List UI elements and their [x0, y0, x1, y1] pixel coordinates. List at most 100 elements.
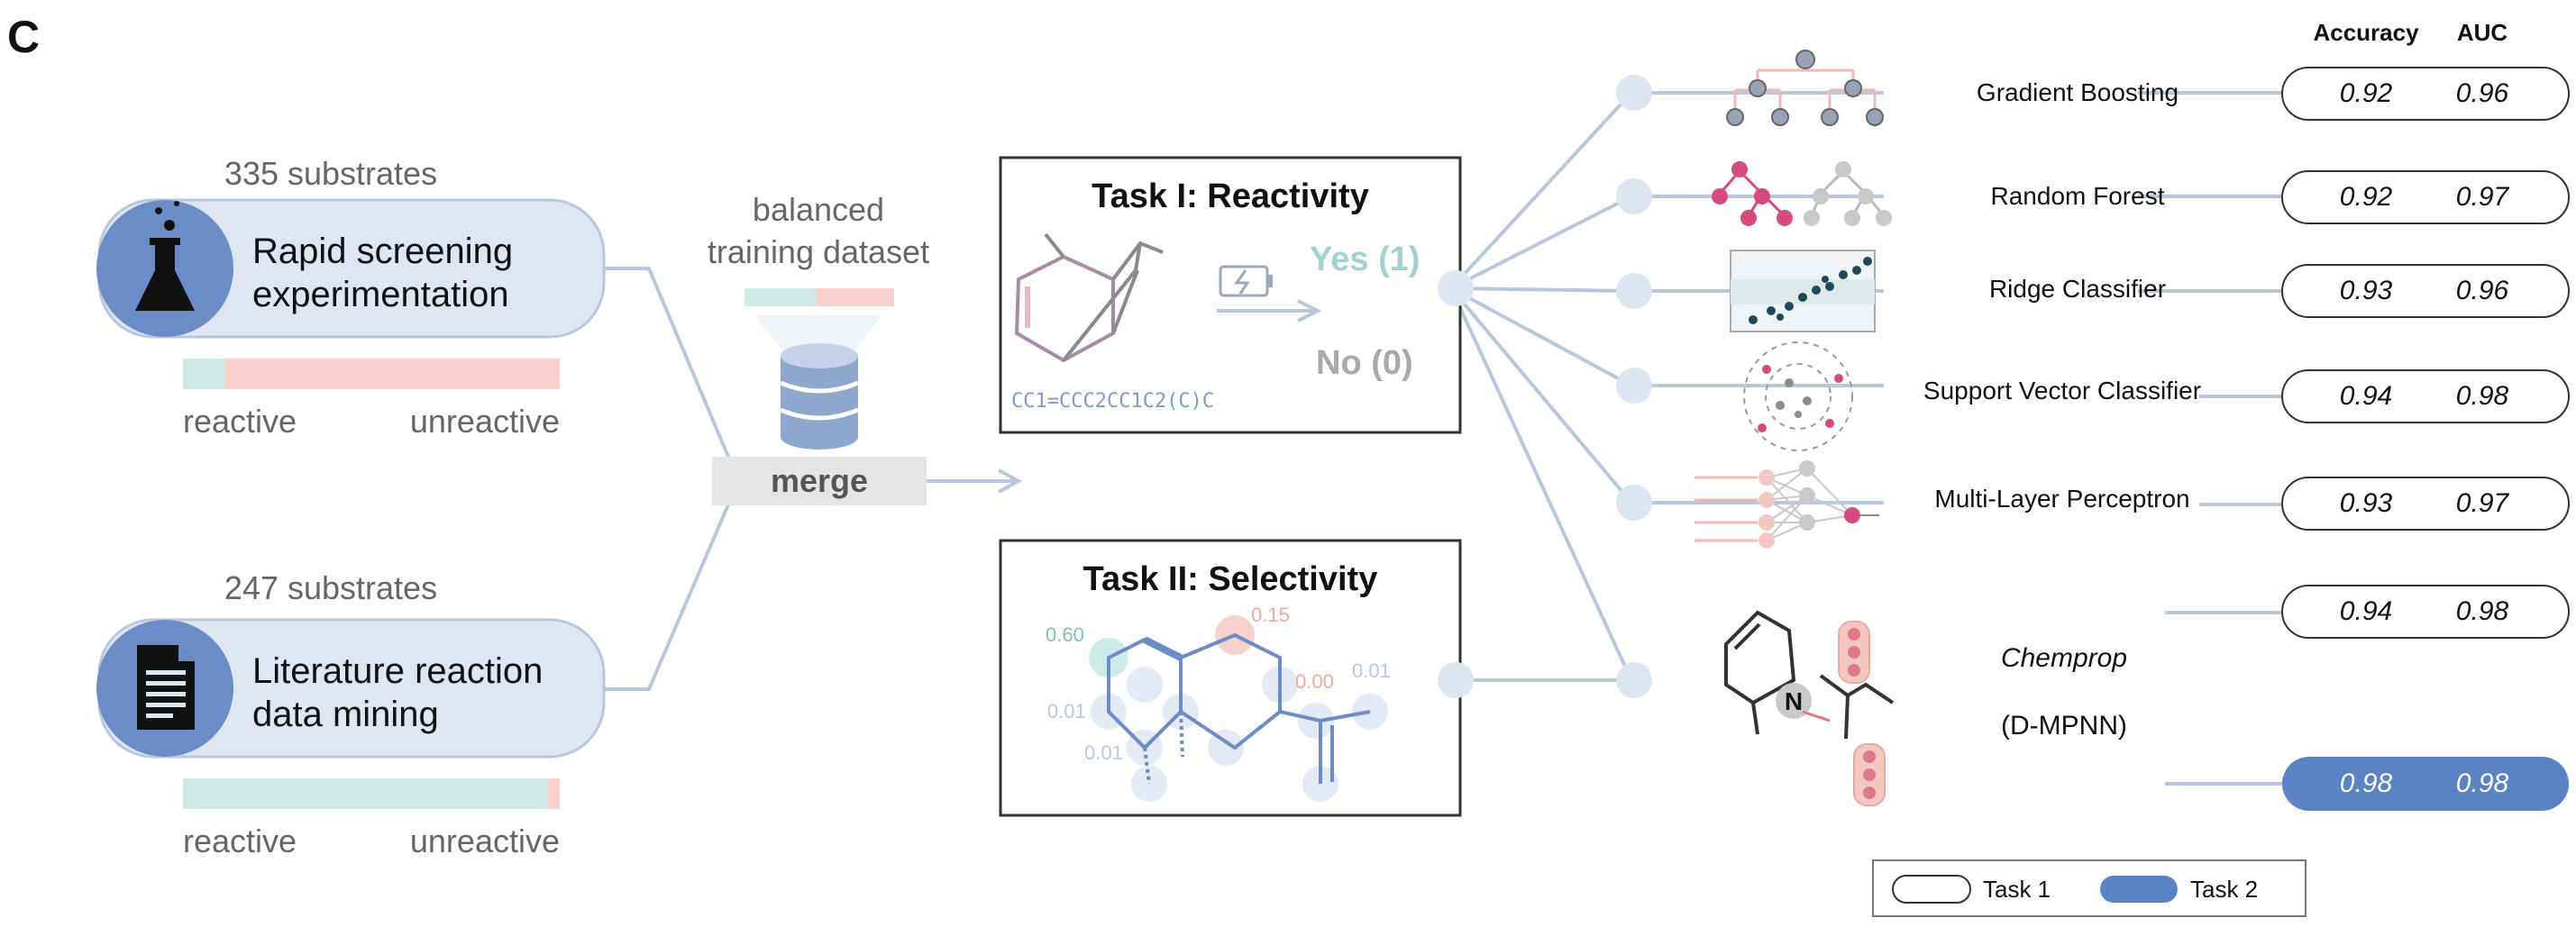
connector-lines: [604, 91, 2282, 786]
battery-icon: [1217, 265, 1322, 323]
task1-title: Task I: Reactivity: [1092, 177, 1369, 215]
svc-accuracy: 0.94: [2340, 381, 2392, 411]
balanced-reactive-bar: [744, 288, 817, 306]
chemprop-task2-accuracy: 0.98: [2340, 768, 2393, 798]
pinene-structure: [1014, 232, 1164, 363]
hub-nodes: [1438, 75, 1652, 698]
source2-connector: [604, 504, 730, 691]
ridge-auc: 0.96: [2456, 276, 2509, 305]
chemprop-task2-auc: 0.98: [2456, 768, 2509, 798]
balanced-dataset: balanced training dataset merge: [708, 191, 1023, 505]
model-name-mlp: Multi-Layer Perceptron: [1934, 485, 2189, 513]
legend: Task 1 Task 2: [1872, 859, 2307, 917]
svg-text:N: N: [1785, 687, 1803, 715]
task1-no-label: No (0): [1316, 344, 1413, 382]
task2-atom-label-0: 0.60: [1046, 623, 1084, 646]
selectivity-structure: [1107, 632, 1371, 785]
source1-reactive-label: reactive: [183, 403, 297, 440]
source-rapid-screening: 335 substrates Rapid screening experimen…: [96, 155, 606, 440]
metric-pill-gb: 0.92 0.96: [2281, 67, 2570, 121]
metric-pill-rf: 0.92 0.97: [2281, 170, 2570, 224]
task1-box: Task I: Reactivity CC1=CCC2CC1C2(C)C Yes…: [999, 156, 1462, 434]
svm-icon: [1743, 341, 1853, 451]
metric-pill-svc: 0.94 0.98: [2281, 369, 2570, 423]
database-icon: [780, 343, 859, 450]
node-svc: [1616, 368, 1652, 404]
fan-line-svc: [1450, 286, 1632, 387]
merge-box: [712, 457, 927, 505]
fan-line-mlp: [1449, 286, 1633, 504]
source2-reactive-label: reactive: [183, 822, 297, 859]
model-name-chemprop: Chemprop: [2001, 643, 2127, 673]
fan-line-rf: [1450, 195, 1632, 290]
fan-line-chemprop-task1: [1449, 287, 1633, 681]
legend-task2-swatch: [2100, 876, 2178, 903]
task1-hub-node: [1438, 270, 1474, 306]
source2-unreactive-bar: [548, 778, 560, 809]
balanced-unreactive-bar: [817, 288, 894, 306]
source2-title-line2: data mining: [252, 695, 439, 734]
source1-unreactive-label: unreactive: [410, 403, 560, 440]
source2-reactive-bar: [183, 778, 548, 809]
chemprop-task1-auc: 0.98: [2456, 596, 2509, 626]
mlp-auc: 0.97: [2456, 488, 2510, 518]
node-mlp: [1616, 485, 1652, 521]
document-icon: [137, 645, 195, 730]
model-name-svc: Support Vector Classifier: [1923, 377, 2201, 404]
merge-arrow: [927, 468, 1023, 494]
rf-auc: 0.97: [2456, 182, 2510, 212]
merge-label: merge: [771, 462, 868, 499]
model-name-rf: Random Forest: [1991, 182, 2165, 210]
source-literature-mining: 247 substrates Literature reaction data …: [96, 569, 606, 859]
task1-smiles: CC1=CCC2CC1C2(C)C: [1011, 390, 1214, 413]
flask-icon: [135, 201, 195, 311]
chemprop-task1-accuracy: 0.94: [2340, 596, 2392, 626]
header-auc: AUC: [2457, 19, 2508, 46]
legend-task1-label: Task 1: [1983, 876, 2051, 903]
source2-count: 247 substrates: [224, 569, 437, 606]
decision-tree-icon: [1726, 50, 1884, 126]
task2-atom-label-2: 0.00: [1295, 670, 1334, 693]
source1-reactive-bar: [183, 359, 224, 389]
ridge-accuracy: 0.93: [2340, 276, 2393, 305]
neural-network-icon: [1694, 460, 1879, 549]
balanced-label-line1: balanced: [753, 191, 884, 228]
source2-title-line1: Literature reaction: [252, 651, 543, 691]
mlp-accuracy: 0.93: [2340, 488, 2393, 518]
task2-atom-label-3: 0.01: [1352, 659, 1391, 682]
model-name-chemprop-sub: (D-MPNN): [2001, 711, 2127, 741]
molecule-graph-icon: N: [1724, 610, 1895, 806]
task2-title: Task II: Selectivity: [1083, 560, 1378, 598]
model-name-gb: Gradient Boosting: [1977, 78, 2179, 106]
rf-accuracy: 0.92: [2340, 182, 2393, 212]
node-rf: [1616, 178, 1652, 214]
task2-atom-label-4: 0.01: [1047, 700, 1086, 723]
metric-pill-chemprop-task2: 0.98 0.98: [2282, 757, 2569, 811]
node-gb: [1616, 75, 1652, 111]
model-name-ridge: Ridge Classifier: [1989, 275, 2166, 303]
legend-task2-label: Task 2: [2190, 876, 2258, 903]
source1-title-line2: experimentation: [252, 275, 509, 314]
panel-label: C: [7, 12, 40, 62]
source2-unreactive-label: unreactive: [410, 822, 560, 859]
source1-connector: [604, 267, 730, 458]
source1-count: 335 substrates: [224, 155, 437, 192]
node-chemprop: [1616, 662, 1652, 698]
node-ridge: [1616, 273, 1652, 309]
gb-auc: 0.96: [2456, 78, 2509, 108]
task2-hub-node: [1438, 662, 1474, 698]
task2-atom-label-5: 0.01: [1084, 741, 1123, 764]
source1-title-line1: Rapid screening: [252, 232, 513, 271]
task2-frame: [999, 539, 1462, 817]
fan-line-ridge: [1450, 286, 1632, 293]
metric-pill-chemprop-task1: 0.94 0.98: [2281, 585, 2570, 639]
scatter-plot-icon: [1730, 250, 1876, 332]
task2-box: Task II: Selectivity 0.60 0.15: [999, 539, 1462, 817]
svc-auc: 0.98: [2456, 381, 2509, 411]
task2-atom-label-1: 0.15: [1251, 604, 1290, 626]
header-accuracy: Accuracy: [2313, 19, 2419, 46]
fan-line-gb: [1449, 91, 1633, 290]
legend-task1-swatch: [1892, 875, 1971, 904]
task1-yes-label: Yes (1): [1310, 241, 1420, 278]
